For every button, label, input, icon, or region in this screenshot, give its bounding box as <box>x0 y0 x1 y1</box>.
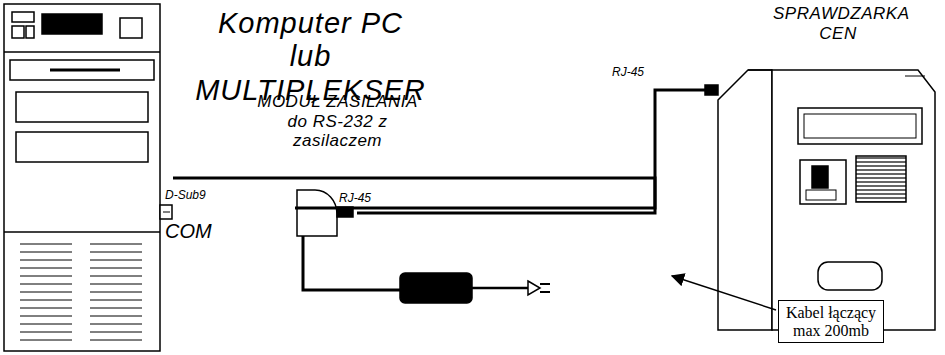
device-figure: Komputer PC lub MULTIPLEKSER <box>3 3 173 353</box>
price-checker <box>705 70 935 330</box>
pc-tower <box>4 4 160 351</box>
note-text: Kabel łączący max 200mb <box>785 304 877 339</box>
device-figure: SPRAWDZARKA CEN <box>705 70 937 332</box>
connector-name: RJ-45 <box>337 192 373 205</box>
port-name: COM <box>163 220 214 242</box>
note-box: Kabel łączący max 200mb <box>778 300 884 343</box>
connector-name: RJ-45 <box>610 66 646 79</box>
device-heading: MODUŁ ZASILANIA do RS-232 z zasilaczem <box>255 92 420 151</box>
connector-name: D-Sub9 <box>163 189 208 202</box>
leader-arrow <box>672 276 776 310</box>
dsub9-connector <box>160 205 172 219</box>
device-heading: SPRAWDZARKA CEN <box>773 4 903 43</box>
cable <box>173 178 655 208</box>
